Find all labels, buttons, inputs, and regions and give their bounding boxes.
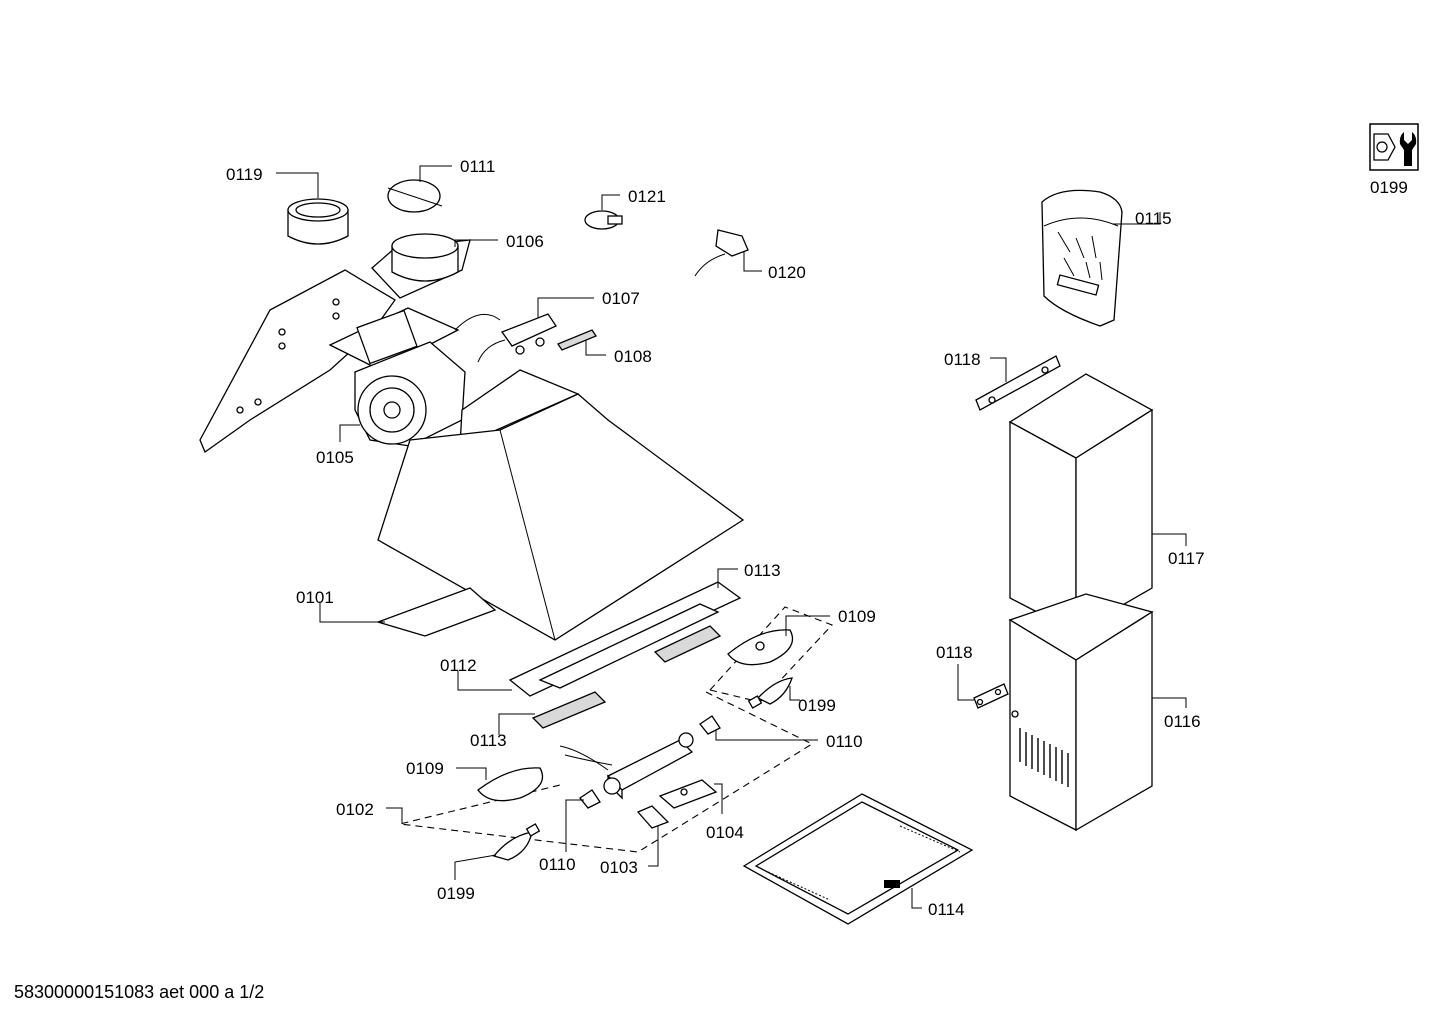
part-0199-bulb-left (492, 823, 541, 861)
label-0199a: 0199 (798, 696, 836, 715)
label-0109b: 0109 (406, 759, 444, 778)
label-0104: 0104 (706, 823, 744, 842)
label-0199b: 0199 (437, 884, 475, 903)
part-0117-upper-chimney (1008, 373, 1154, 634)
part-0107-switch (477, 313, 557, 363)
label-0121: 0121 (628, 187, 666, 206)
label-0111: 0111 (460, 157, 495, 176)
label-0106: 0106 (506, 232, 544, 251)
part-0101-rear-panel (375, 587, 497, 637)
label-0105: 0105 (316, 448, 354, 467)
label-0101: 0101 (296, 588, 334, 607)
part-0106-outlet-collar (371, 233, 471, 299)
part-0199-bulb-right (747, 677, 793, 709)
part-0118-chimney-bracket-top (975, 355, 1061, 411)
part-hood-canopy (377, 369, 745, 641)
part-0105-blower-motor (328, 307, 501, 447)
label-0107: 0107 (602, 289, 640, 308)
part-0110-lamp-socket-left (579, 789, 601, 809)
part-0112-filter-frame (508, 581, 742, 697)
part-0109-lamp-cover-right (727, 629, 794, 666)
part-0113-grease-filter-bottom (531, 691, 607, 729)
document-id: 58300000151083 aet 000 a 1/2 (14, 982, 264, 1002)
label-0110b: 0110 (539, 855, 576, 874)
label-0114: 0114 (928, 900, 965, 919)
part-0114-carbon-filter (742, 793, 974, 925)
part-0103-control-plate (636, 805, 670, 829)
label-0113b: 0113 (470, 731, 507, 750)
label-0109a: 0109 (838, 607, 876, 626)
label-0118b: 0118 (936, 643, 973, 662)
part-0119-duct-adapter (287, 198, 349, 245)
label-0115: 0115 (1135, 209, 1172, 228)
part-0109-lamp-cover-left (477, 767, 544, 802)
label-0110a: 0110 (826, 732, 863, 751)
part-mounting-plate (199, 269, 396, 454)
label-0120: 0120 (768, 263, 806, 282)
part-0121-hose-clamp (584, 210, 623, 230)
label-0108: 0108 (614, 347, 652, 366)
label-0102: 0102 (336, 800, 374, 819)
label-0113a: 0113 (744, 561, 781, 580)
label-0119: 0119 (226, 165, 263, 184)
part-0116-lower-chimney (1008, 593, 1154, 832)
label-0103: 0103 (600, 858, 638, 877)
part-0110-lamp-socket-right (699, 715, 721, 735)
part-0108-terminal-block (557, 329, 597, 351)
label-0117: 0117 (1168, 549, 1205, 568)
part-0104-control-plate (658, 779, 718, 809)
part-0113-grease-filter-top (653, 625, 722, 663)
label-0118a: 0118 (944, 350, 981, 369)
label-0116: 0116 (1164, 712, 1201, 731)
part-0118-chimney-bracket-bottom (973, 683, 1009, 709)
part-0111-damper-flap (387, 179, 443, 213)
part-0120-power-cord (694, 229, 749, 277)
part-lamp-transformer (559, 732, 694, 800)
tool-icon-label: 0199 (1370, 178, 1408, 197)
part-0115-fittings-bag (1041, 189, 1123, 327)
label-0112: 0112 (440, 656, 477, 675)
wrench-nut-icon (1369, 123, 1419, 171)
